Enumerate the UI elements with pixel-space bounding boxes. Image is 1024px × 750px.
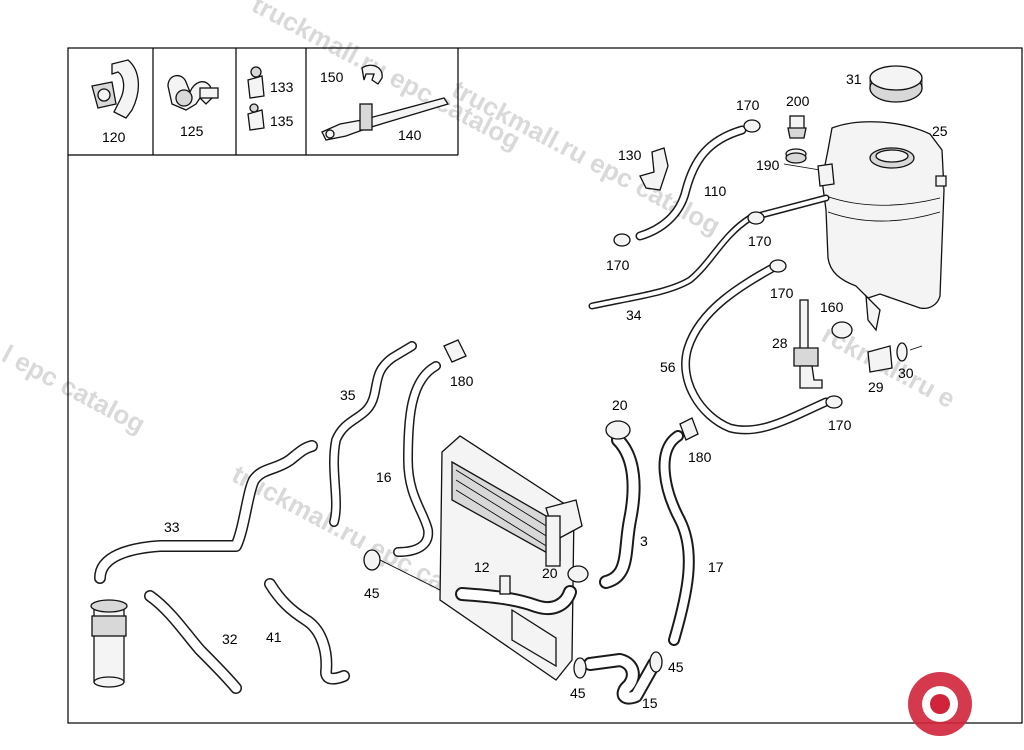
clip-135-icon[interactable] <box>247 103 265 131</box>
hose-16[interactable] <box>393 361 441 557</box>
label-190: 190 <box>756 157 780 173</box>
label-28: 28 <box>772 335 788 351</box>
label-150: 150 <box>320 69 344 85</box>
hose-12[interactable] <box>455 575 577 616</box>
clamp-45-bottom-right-icon[interactable] <box>649 651 663 673</box>
label-200: 200 <box>786 93 810 109</box>
clamp-170-mid-icon[interactable] <box>747 211 765 225</box>
clamp-45-left-icon[interactable] <box>363 549 381 571</box>
label-170-d: 170 <box>770 285 794 301</box>
label-41: 41 <box>266 629 282 645</box>
label-135: 135 <box>270 113 294 129</box>
label-170-a: 170 <box>736 97 760 113</box>
label-170-e: 170 <box>828 417 852 433</box>
label-110: 110 <box>704 183 727 199</box>
bleed-screw-200-icon[interactable] <box>787 115 807 139</box>
clamp-45-bottom-left-icon[interactable] <box>573 657 587 679</box>
expansion-tank-25-icon[interactable] <box>821 121 947 332</box>
clamp-170-top-icon[interactable] <box>743 119 761 133</box>
radiator-icon[interactable] <box>439 435 583 681</box>
hose-3[interactable] <box>599 433 641 589</box>
bracket-130-icon[interactable] <box>639 147 669 191</box>
seal-ring-190-icon[interactable] <box>785 148 807 164</box>
label-16: 16 <box>376 469 392 485</box>
label-45-a: 45 <box>364 585 380 601</box>
label-25: 25 <box>932 123 948 139</box>
hose-33[interactable] <box>94 440 318 584</box>
label-32: 32 <box>222 631 238 647</box>
label-160: 160 <box>820 299 844 315</box>
clamp-160-icon[interactable] <box>831 321 853 339</box>
label-35: 35 <box>340 387 356 403</box>
label-3: 3 <box>640 533 648 549</box>
label-45-c: 45 <box>668 659 684 675</box>
clip-150-icon[interactable] <box>361 64 383 85</box>
label-170-c: 170 <box>748 233 772 249</box>
clamp-170-bottom-icon[interactable] <box>825 395 843 409</box>
truckmallparts-logo <box>908 672 972 736</box>
clamp-20-upper-icon[interactable] <box>605 420 631 440</box>
clamp-20-lower-icon[interactable] <box>567 565 589 583</box>
inset-legend: 120 125 133 135 150 140 <box>68 48 459 156</box>
hose-15[interactable] <box>583 653 661 705</box>
label-34: 34 <box>626 307 642 323</box>
hose-56[interactable] <box>681 261 831 435</box>
watermark-3: l epc catalog <box>0 339 150 439</box>
label-33: 33 <box>164 519 180 535</box>
connector-180-right-icon[interactable] <box>679 417 699 441</box>
diagram-frame <box>67 47 1023 724</box>
label-29: 29 <box>868 379 884 395</box>
label-30: 30 <box>898 365 914 381</box>
label-180-b: 180 <box>688 449 712 465</box>
label-17: 17 <box>708 559 724 575</box>
label-133: 133 <box>270 79 294 95</box>
connector-180-top-icon[interactable] <box>443 339 467 363</box>
hose-110[interactable] <box>635 125 747 241</box>
hose-34[interactable] <box>588 194 830 310</box>
clip-133-icon[interactable] <box>247 66 265 99</box>
hose-35[interactable] <box>329 341 417 527</box>
mounting-rail-140-icon[interactable] <box>321 97 450 141</box>
label-15: 15 <box>642 695 658 711</box>
clamp-170-left-icon[interactable] <box>613 233 631 247</box>
filler-cap-31-icon[interactable] <box>869 65 923 103</box>
label-20-b: 20 <box>542 565 558 581</box>
auxiliary-pump-icon[interactable] <box>90 599 128 688</box>
label-45-b: 45 <box>570 685 586 701</box>
label-180-a: 180 <box>450 373 474 389</box>
hose-32[interactable] <box>144 590 242 694</box>
label-120: 120 <box>102 129 126 145</box>
switch-29-icon[interactable] <box>867 345 893 373</box>
seal-30-icon[interactable] <box>896 342 908 362</box>
label-170-b: 170 <box>606 257 630 273</box>
label-12: 12 <box>474 559 490 575</box>
label-56: 56 <box>660 359 676 375</box>
label-140: 140 <box>398 127 422 143</box>
watermark-2: truckmall.ru epc catalog <box>447 74 725 241</box>
hose-17[interactable] <box>658 430 695 646</box>
hose-41[interactable] <box>264 578 350 685</box>
label-125: 125 <box>180 123 204 139</box>
clip-125-icon[interactable] <box>167 75 219 111</box>
label-31: 31 <box>846 71 862 87</box>
label-20-a: 20 <box>612 397 628 413</box>
level-sensor-28-icon[interactable] <box>793 299 823 389</box>
connector-tank-top <box>817 163 835 187</box>
clamp-170-hose56-icon[interactable] <box>769 259 787 273</box>
label-130: 130 <box>618 147 642 163</box>
watermark-1: truckmall.ru epc catalog <box>247 0 525 156</box>
clip-120-icon[interactable] <box>91 59 139 119</box>
